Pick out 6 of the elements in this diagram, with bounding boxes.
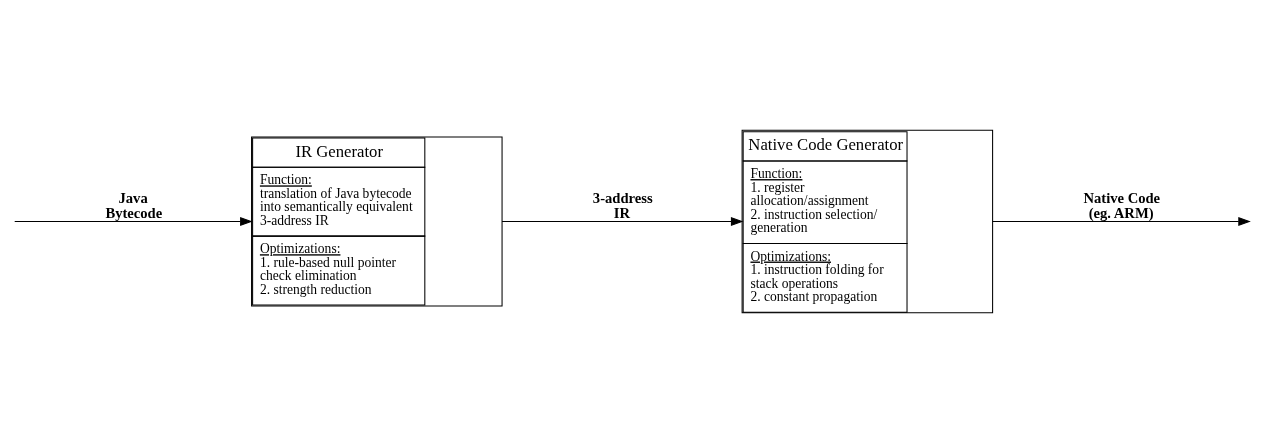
edge-label: Java Bytecode [105,189,163,221]
edge-label: 3-address IR [592,189,653,221]
arrow [501,217,744,226]
arrow [992,217,1251,226]
edge-label: Native Code (eg. ARM) [1083,189,1161,221]
arrow [14,217,253,226]
